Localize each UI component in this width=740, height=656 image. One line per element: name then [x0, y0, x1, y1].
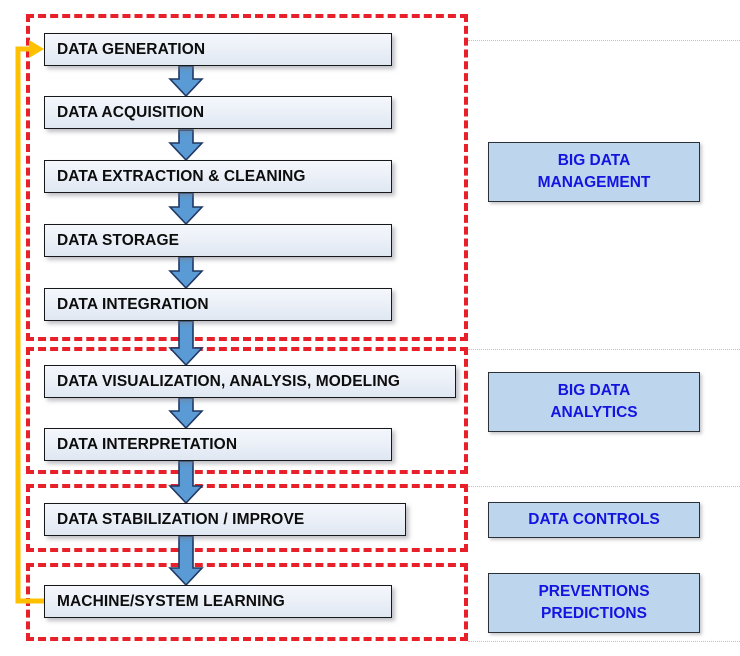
flow-step-data-generation[interactable]: DATA GENERATION — [44, 33, 392, 66]
flow-step-label: DATA STORAGE — [57, 231, 180, 249]
category-label-line: ANALYTICS — [550, 404, 638, 421]
flow-step-data-integration[interactable]: DATA INTEGRATION — [44, 288, 392, 321]
flow-step-data-acquisition[interactable]: DATA ACQUISITION — [44, 96, 392, 129]
flow-step-label: DATA INTERPRETATION — [57, 435, 238, 453]
category-label-line: BIG DATA — [557, 381, 631, 399]
group-analytics-extension-line — [468, 349, 740, 350]
flow-step-data-visualization[interactable]: DATA VISUALIZATION, ANALYSIS, MODELING — [44, 365, 456, 398]
category-big-data-management[interactable]: BIG DATA MANAGEMENT — [488, 142, 700, 202]
flow-step-data-storage[interactable]: DATA STORAGE — [44, 224, 392, 257]
flow-step-data-stabilization[interactable]: DATA STABILIZATION / IMPROVE — [44, 503, 406, 536]
feedback-loop-arrowhead — [29, 40, 44, 58]
flow-step-label: DATA GENERATION — [57, 40, 206, 58]
flow-step-label: DATA ACQUISITION — [57, 103, 205, 121]
category-label-line: BIG DATA — [557, 151, 631, 169]
arrow-stabilization-learning — [168, 535, 204, 587]
category-label-line: PREDICTIONS — [541, 605, 647, 622]
group-predictions-extension-line — [468, 641, 740, 642]
arrow-acquisition-extraction — [168, 129, 204, 162]
category-data-controls[interactable]: DATA CONTROLS — [488, 502, 700, 538]
category-big-data-analytics[interactable]: BIG DATA ANALYTICS — [488, 372, 700, 432]
category-label-line: MANAGEMENT — [537, 174, 651, 191]
arrow-extraction-storage — [168, 192, 204, 226]
arrow-generation-acquisition — [168, 65, 204, 98]
flow-step-data-interpretation[interactable]: DATA INTERPRETATION — [44, 428, 392, 461]
flow-step-label: DATA STABILIZATION / IMPROVE — [57, 510, 305, 528]
arrow-visualization-interpretation — [168, 397, 204, 430]
arrow-integration-visualization — [168, 320, 204, 367]
category-label-line: PREVENTIONS — [538, 582, 650, 600]
group-controls — [26, 484, 468, 552]
flow-step-label: DATA VISUALIZATION, ANALYSIS, MODELING — [57, 372, 401, 390]
category-label-line: DATA CONTROLS — [528, 510, 660, 528]
group-management — [26, 14, 468, 341]
feedback-loop-path — [15, 46, 44, 604]
arrow-storage-integration — [168, 256, 204, 290]
group-management-extension-line — [468, 40, 740, 41]
flow-step-data-extraction[interactable]: DATA EXTRACTION & CLEANING — [44, 160, 392, 193]
group-analytics — [26, 347, 468, 474]
category-preventions[interactable]: PREVENTIONS PREDICTIONS — [488, 573, 700, 633]
flow-step-label: MACHINE/SYSTEM LEARNING — [57, 592, 285, 610]
group-controls-extension-line — [468, 486, 740, 487]
flow-step-machine-learning[interactable]: MACHINE/SYSTEM LEARNING — [44, 585, 392, 618]
flow-step-label: DATA EXTRACTION & CLEANING — [57, 167, 306, 185]
flow-step-label: DATA INTEGRATION — [57, 295, 209, 313]
arrow-interpretation-stabilization — [168, 460, 204, 505]
